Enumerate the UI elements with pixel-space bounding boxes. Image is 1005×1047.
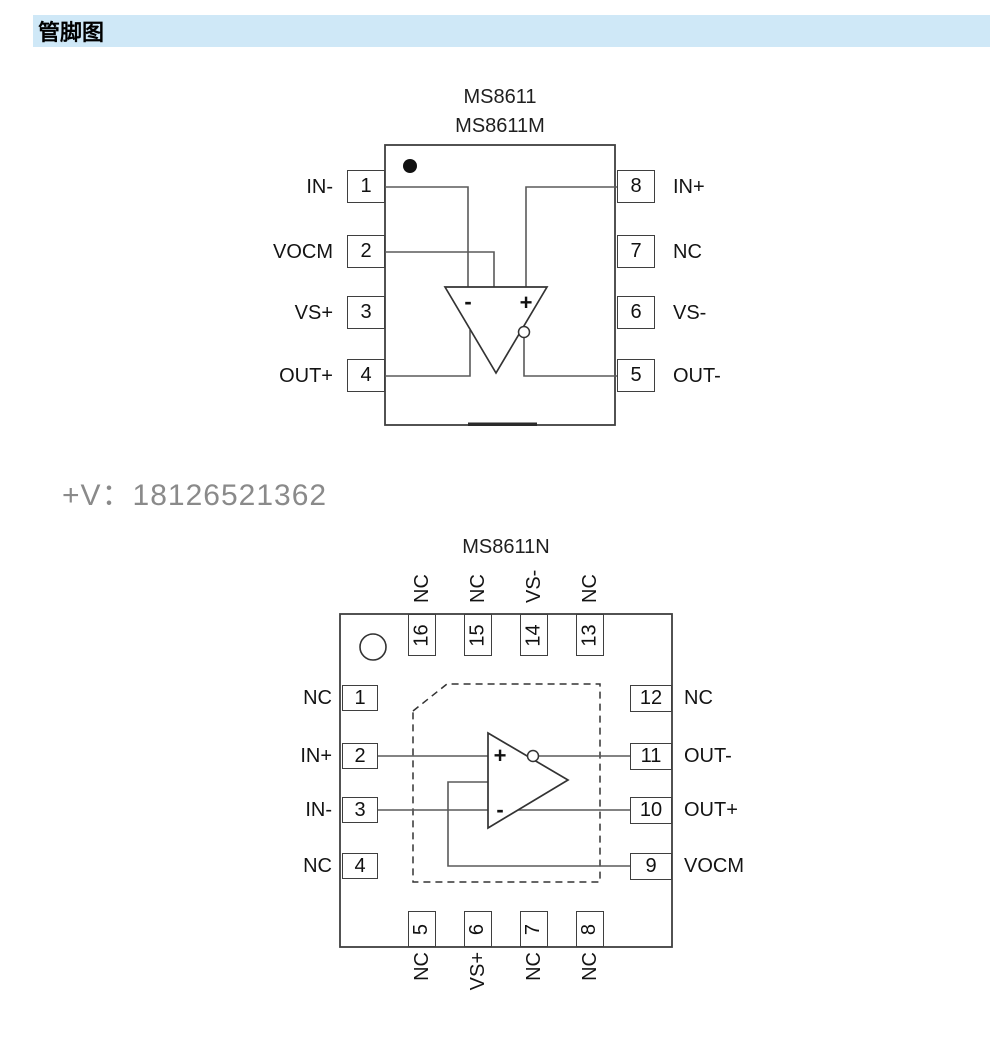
pin-number: 3	[360, 301, 372, 323]
pin-box-4: 4	[347, 359, 385, 392]
pin-box-13: 13	[576, 614, 604, 656]
chip-title-line1: MS8611	[463, 86, 537, 108]
pin-label-6: VS-	[673, 302, 707, 324]
pin-box-2: 2	[347, 235, 385, 268]
pin-box-14: 14	[520, 614, 548, 656]
chip-title-ms8611: MS8611 MS8611M	[400, 83, 600, 141]
pin-label-8b: NC	[579, 952, 601, 981]
chip-title-line2: MS8611M	[455, 115, 545, 137]
pin-box-7: 7	[617, 235, 655, 268]
pin-number: 1	[360, 175, 372, 197]
pin-box-n4: 4	[342, 853, 378, 879]
wire-in-minus	[385, 186, 469, 288]
pin-number: 11	[640, 745, 662, 767]
pin-box-7b: 7	[520, 911, 548, 947]
pin-label-4: OUT+	[279, 365, 333, 387]
pin-number: 4	[354, 854, 366, 877]
pin-number: 8	[630, 175, 642, 197]
pin-label-n1: NC	[303, 687, 332, 709]
pin-number: 3	[354, 798, 366, 821]
pin-number: 7	[522, 923, 545, 935]
pin-box-6: 6	[617, 296, 655, 329]
pin-number: 9	[645, 855, 657, 877]
pin-label-16: NC	[411, 574, 433, 603]
pin-box-n2: 2	[342, 743, 378, 769]
pin-number: 13	[578, 623, 601, 647]
pin-label-11: OUT-	[684, 745, 732, 767]
dashed-internal-boundary	[412, 683, 601, 883]
opamp-minus-sign: -	[464, 289, 472, 314]
pin-box-9: 9	[630, 853, 672, 880]
pin-number: 2	[360, 240, 372, 262]
pin-label-7: NC	[673, 241, 702, 263]
package-outline-qfn16	[339, 613, 673, 948]
output-bubble-icon-2	[526, 749, 540, 763]
pin-label-8: IN+	[673, 176, 705, 198]
pin-box-n3: 3	[342, 797, 378, 823]
pin-box-8b: 8	[576, 911, 604, 947]
pin-label-6b: VS+	[467, 952, 489, 991]
opamp-minus-sign-2: -	[496, 797, 504, 822]
pin-label-n3: IN-	[305, 799, 332, 821]
pin-number: 8	[578, 923, 601, 935]
pin-box-10: 10	[630, 797, 672, 824]
pin-box-3: 3	[347, 296, 385, 329]
pin-label-10: OUT+	[684, 799, 738, 821]
pin-label-15: NC	[467, 574, 489, 603]
pin-number: 10	[639, 799, 663, 821]
pin-box-5b: 5	[408, 911, 436, 947]
pin-box-8: 8	[617, 170, 655, 203]
pin-label-1: IN-	[306, 176, 333, 198]
pin-label-3: VS+	[294, 302, 333, 324]
wire-out-minus	[523, 338, 617, 377]
pin-number: 15	[466, 623, 489, 647]
pin-label-5b: NC	[411, 952, 433, 981]
section-header-bar: 管脚图	[33, 15, 990, 47]
pin-label-13: NC	[579, 574, 601, 603]
wire-vocm	[385, 251, 495, 288]
chip-title-ms8611n: MS8611N	[462, 536, 550, 558]
pin-box-15: 15	[464, 614, 492, 656]
pin1-circle-icon	[359, 633, 387, 661]
pin-label-7b: NC	[523, 952, 545, 981]
pin1-dot-icon	[403, 159, 417, 173]
pin-label-12: NC	[684, 687, 713, 709]
pin-number: 5	[410, 923, 433, 935]
pin-number: 1	[354, 686, 366, 709]
pin-box-n1: 1	[342, 685, 378, 711]
pin-number: 7	[630, 240, 642, 262]
pin-box-6b: 6	[464, 911, 492, 947]
opamp-plus-sign: +	[519, 290, 533, 315]
pin-number: 16	[410, 623, 433, 647]
pin-label-5: OUT-	[673, 365, 721, 387]
pin-label-2: VOCM	[273, 241, 333, 263]
pin-box-16: 16	[408, 614, 436, 656]
pin-box-12: 12	[630, 685, 672, 712]
pin-label-14: VS-	[523, 569, 545, 603]
wire-out-plus	[385, 330, 471, 377]
pin-number: 5	[630, 364, 642, 386]
pin-number: 14	[522, 623, 545, 647]
watermark-text: +V：18126521362	[62, 479, 328, 512]
pin-number: 2	[354, 744, 366, 767]
wire-vocm-2	[447, 781, 630, 867]
pin-number: 4	[360, 364, 372, 386]
pin-number: 12	[639, 687, 663, 709]
pin-number: 6	[630, 301, 642, 323]
pin-number: 6	[466, 923, 489, 935]
pin-box-5: 5	[617, 359, 655, 392]
pin-label-9: VOCM	[684, 855, 744, 877]
wire-in-plus	[525, 186, 617, 288]
package-bottom-mark	[468, 422, 537, 426]
pin-box-11: 11	[630, 743, 672, 770]
section-title: 管脚图	[38, 20, 105, 45]
pin-box-1: 1	[347, 170, 385, 203]
pin-label-n4: NC	[303, 855, 332, 877]
opamp-plus-sign-2: +	[493, 743, 507, 768]
pin-label-n2: IN+	[300, 745, 332, 767]
output-bubble-icon	[517, 325, 531, 339]
